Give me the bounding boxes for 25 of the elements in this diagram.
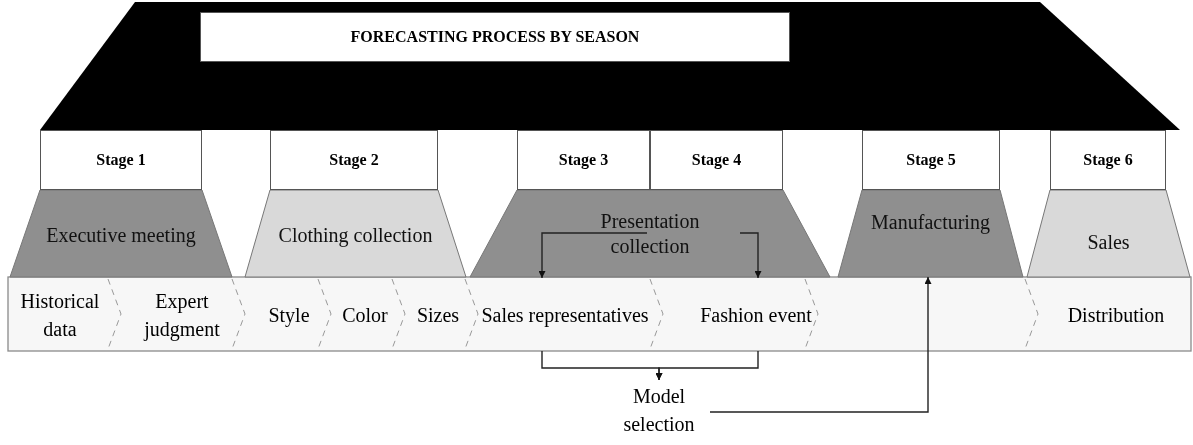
stage-header: Stage 5: [862, 130, 1000, 190]
connector-arrow: [739, 232, 762, 279]
stage-label: Sales: [1087, 230, 1130, 255]
stage-label: Executive meeting: [46, 223, 196, 248]
stage-label: Manufacturing: [871, 210, 990, 235]
stage-header: Stage 6: [1050, 130, 1166, 190]
chevron-label: Sizes: [408, 278, 468, 351]
chevron-label: Style: [256, 278, 322, 351]
stage-header: Stage 3: [517, 130, 650, 190]
chevron-label: Fashion event: [700, 278, 812, 351]
connector-arrow: [709, 276, 932, 413]
chevron-label: Sales representatives: [480, 278, 650, 351]
chevron-label: Historical data: [10, 278, 110, 351]
stage-header: Stage 1: [40, 130, 202, 190]
connector-arrow: [655, 350, 759, 381]
stage-header: Stage 2: [270, 130, 438, 190]
stage-label: Clothing collection: [278, 223, 433, 248]
chevron-label: Distribution: [1042, 278, 1190, 351]
chevron-label: Color: [336, 278, 394, 351]
step-label: Model selection: [608, 380, 710, 440]
chevron-label: Expert judgment: [124, 278, 240, 351]
stage-label: Presentation collection: [599, 208, 701, 259]
title-banner: FORECASTING PROCESS BY SEASON: [200, 12, 790, 62]
stage-header: Stage 4: [650, 130, 783, 190]
connector-arrow: [538, 232, 648, 279]
